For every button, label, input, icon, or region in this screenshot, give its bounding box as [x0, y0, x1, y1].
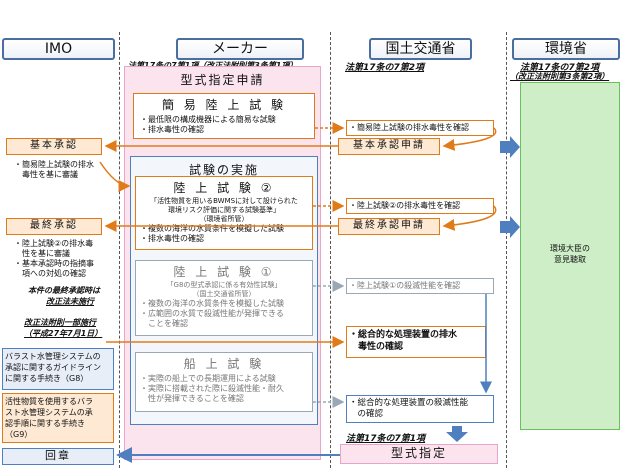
arrow-imo-basic-to-exam [99, 161, 131, 192]
mlit-overall-kill-check: ・総合的な処理装置の殺滅性能 の確認 [346, 395, 494, 423]
mlit-land-test-1-check: ・陸上試験①の殺滅性能を確認 [346, 278, 494, 294]
land-test-2-item: ・排水毒性の確認 [140, 234, 204, 243]
environment-opinion-panel [520, 82, 620, 430]
g8-line: バラスト水管理システムの [5, 352, 101, 361]
land-test-2-ref: 「活性物質を用いるBWMSに対して設けられた [150, 197, 298, 205]
ship-test-item: 性が発揮できることを確認 [140, 394, 244, 403]
g9-procedure-box: 活性物質を使用するバラ スト水管理システムの承 認手順に関する手続き （G9） [2, 393, 114, 443]
mlit-overall-toxicity-check: ・総合的な処理装置の排水 毒性の確認 [346, 326, 486, 358]
g9-line: スト水管理システムの承 [5, 408, 93, 417]
circular-reply: 回章 [2, 448, 114, 465]
final-approval-item: ・基本承認時の指摘事 [14, 259, 94, 268]
overall-kill-line: の確認 [349, 409, 384, 419]
land-test-2-box: 陸 上 試 験 ② 「活性物質を用いるBWMSに対して設けられた 環境リスク評価… [135, 176, 313, 250]
enactment-note: 改正法附則一部施行 [24, 318, 96, 327]
land-test-2-ref: （環境省所管） [199, 215, 249, 223]
ship-test-item: ・実際に搭載された際に殺滅性能・耐久 [140, 384, 284, 393]
g8-guideline-box: バラスト水管理システムの 承認に関するガイドライン に関する手続き（G8） [2, 348, 114, 390]
overall-kill-line: ・総合的な処理装置の殺滅性能 [349, 398, 469, 408]
land-test-1-title: 陸 上 試 験 ① [173, 265, 275, 279]
ship-test-title: 船 上 試 験 [183, 357, 265, 371]
g9-line: （G9） [5, 430, 33, 439]
law-ref-env-1: 法第17条の7第2項 [520, 63, 600, 73]
simple-land-test-item: ・最低限の構成機器による簡易な試験 [140, 115, 276, 124]
land-test-1-item: ・複数の海洋の水質条件を模擬した試験 [140, 299, 284, 308]
divider-imo-maker [119, 32, 120, 468]
final-approval-item: 項への対処の確認 [14, 269, 86, 278]
final-approval-item: ・陸上試験②の排水毒 [14, 239, 94, 248]
g8-line: 承認に関するガイドライン [5, 363, 101, 372]
law-ref-maker: 法第17条の7第1項（改正法附則第3条第1項） [128, 60, 297, 71]
mlit-simple-test-check: ・簡易陸上試験の排水毒性を確認 [346, 120, 494, 136]
final-approval-note: 改正法未施行 [46, 297, 94, 306]
g9-line: 認手順に関する手続き [5, 419, 85, 428]
header-env: 環境省 [512, 38, 620, 60]
basic-approval-item: ・簡易陸上試験の排水 [14, 160, 94, 169]
land-test-2-title: 陸 上 試 験 ② [173, 181, 275, 195]
law-ref-env-2: （改正法附則第3条第2項） [510, 72, 610, 81]
environment-opinion-text: 環境大臣の [550, 244, 590, 253]
mlit-land-test-2-check: ・陸上試験②の排水毒性を確認 [346, 198, 494, 214]
ship-test-item: ・実際の船上での長期運用による試験 [140, 374, 276, 383]
basic-approval: 基本承認 [6, 138, 102, 155]
land-test-1-ref: （国土交通省所管） [192, 290, 256, 298]
final-approval-application: 最終承認申請 [338, 218, 440, 235]
simple-land-test-title: 簡 易 陸 上 試 験 [161, 98, 287, 112]
exam-title: 試験の実施 [188, 163, 259, 177]
basic-approval-application: 基本承認申請 [338, 138, 440, 155]
g9-line: 活性物質を使用するバラ [5, 397, 93, 406]
block-arrow-to-designation [446, 426, 468, 442]
land-test-1-ref: 「G8の型式承認に係る有効性試験」 [166, 281, 282, 289]
header-mlit: 国土交通省 [369, 38, 472, 60]
law-ref-mlit: 法第17条の7第2項 [345, 63, 425, 73]
simple-land-test-item: ・排水毒性の確認 [140, 125, 204, 134]
final-approval: 最終承認 [6, 218, 102, 235]
arrow-check-to-basic-app [442, 127, 497, 151]
final-approval-item: 性を基に審議 [14, 249, 70, 258]
land-test-2-item: ・複数の海洋の水質条件を模擬した試験 [140, 224, 284, 233]
ship-test-box: 船 上 試 験 ・実際の船上での長期運用による試験 ・実際に搭載された際に殺滅性… [135, 352, 313, 412]
land-test-2-ref: 環境リスク評価に関する試験基準」 [168, 206, 280, 214]
land-test-1-item: ことを確認 [140, 319, 188, 328]
header-imo: IMO [2, 38, 115, 60]
simple-land-test-box: 簡 易 陸 上 試 験 ・最低限の構成機器による簡易な試験 ・排水毒性の確認 [133, 93, 315, 139]
final-approval-note: 本件の最終承認時は [28, 286, 100, 295]
block-arrow-env-1 [500, 136, 520, 158]
basic-approval-item: 毒性を基に審議 [14, 170, 78, 179]
overall-toxicity-line: 毒性の確認 [349, 342, 404, 352]
law-ref-mlit-bottom: 法第17条の7第1項 [346, 434, 426, 444]
divider-maker-mlit [330, 32, 331, 468]
overall-toxicity-line: ・総合的な処理装置の排水 [349, 330, 458, 340]
arrow-land2-check-to-final-app [442, 205, 497, 231]
environment-opinion-text: 意見聴取 [554, 255, 586, 264]
block-arrow-env-2 [500, 216, 520, 238]
land-test-1-box: 陸 上 試 験 ① 「G8の型式承認に係る有効性試験」 （国土交通省所管） ・複… [135, 260, 313, 336]
g8-line: に関する手続き（G8） [5, 374, 89, 383]
type-approval-application-title: 型式指定申請 [180, 73, 265, 87]
enactment-date: （平成27年7月1日） [24, 329, 103, 338]
header-maker: メーカー [176, 38, 304, 60]
type-designation: 型式指定 [340, 444, 498, 464]
divider-mlit-env [506, 32, 507, 468]
land-test-1-item: ・広範囲の水質で殺滅性能が発揮できる [140, 309, 284, 318]
